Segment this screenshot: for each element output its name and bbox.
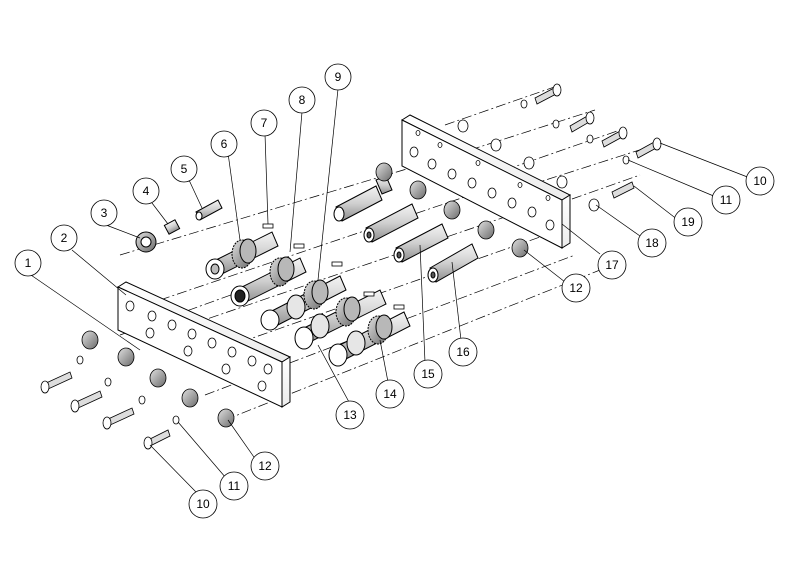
callout-17: 17: [597, 250, 627, 280]
callout-12-front: 12: [250, 451, 280, 481]
shaft-keys: [262, 223, 405, 310]
callout-18-label: 18: [645, 236, 659, 250]
leader-lines: [27, 88, 751, 493]
callout-10-rear: 10: [745, 166, 775, 196]
part-4-spacer: [163, 219, 181, 235]
callout-5: 5: [170, 155, 198, 183]
gear-shaft-14: [328, 311, 411, 367]
callout-12-rear: 12: [561, 273, 591, 303]
callout-1-label: 1: [25, 256, 32, 270]
gear-shaft-13: [294, 289, 387, 350]
callout-10-front: 10: [188, 489, 218, 519]
front-bolts: [40, 355, 180, 450]
callout-8: 8: [288, 86, 316, 114]
rear-plate-holes: [409, 130, 555, 231]
centerlines: [119, 84, 656, 421]
callout-17-label: 17: [605, 258, 619, 272]
gear-shaft-8: [230, 256, 307, 307]
callout-7-label: 7: [261, 116, 268, 130]
callout-9-label: 9: [335, 70, 342, 84]
part-3-nut: [135, 231, 157, 253]
callout-15-label: 15: [421, 367, 435, 381]
callout-2-label: 2: [61, 231, 68, 245]
callout-4: 4: [132, 177, 160, 205]
callout-11-front-label: 11: [228, 479, 241, 493]
callout-10-rear-label: 10: [753, 174, 767, 188]
callout-13: 13: [335, 400, 365, 430]
callout-19-label: 19: [681, 215, 695, 229]
rear-bolts: [457, 83, 662, 212]
bearings: [81, 162, 529, 428]
callout-3: 3: [90, 199, 118, 227]
callout-15: 15: [413, 359, 443, 389]
callout-16: 16: [448, 337, 478, 367]
callout-5-label: 5: [181, 162, 188, 176]
front-plate: [116, 281, 292, 408]
callout-11-front: 11: [219, 471, 249, 501]
callout-4-label: 4: [143, 184, 150, 198]
callout-6: 6: [210, 130, 238, 158]
callout-1: 1: [14, 249, 42, 277]
callout-14-label: 14: [383, 387, 397, 401]
callout-19: 19: [673, 207, 703, 237]
callout-16-label: 16: [456, 345, 470, 359]
part-5-pin: [195, 199, 223, 221]
callout-3-label: 3: [101, 206, 108, 220]
callout-18: 18: [637, 228, 667, 258]
callout-10-front-label: 10: [196, 497, 210, 511]
gear-shaft-6: [205, 231, 279, 280]
callout-12-front-label: 12: [258, 459, 272, 473]
callout-2: 2: [50, 224, 78, 252]
callout-11-rear: 11: [711, 185, 741, 215]
front-plate-holes: [125, 300, 273, 392]
callout-13-label: 13: [343, 408, 357, 422]
callout-7: 7: [250, 109, 278, 137]
callout-8-label: 8: [299, 93, 306, 107]
sleeve-tubes: [333, 175, 479, 283]
callout-9: 9: [324, 63, 352, 91]
callout-11-rear-label: 11: [720, 193, 733, 207]
callout-14: 14: [375, 379, 405, 409]
callout-6-label: 6: [221, 137, 228, 151]
rear-plate: [400, 114, 572, 249]
callout-12-rear-label: 12: [569, 281, 583, 295]
gear-shaft-9: [260, 275, 347, 331]
